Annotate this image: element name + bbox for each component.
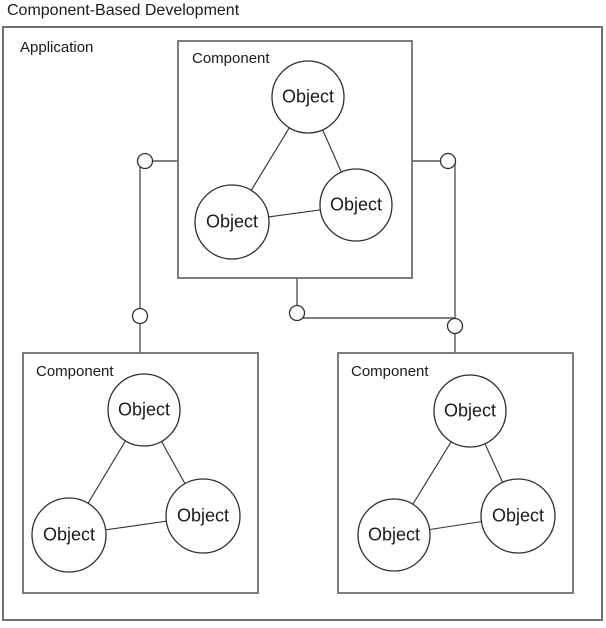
object-circle: [194, 184, 270, 260]
connector-port-icon: [131, 307, 149, 325]
connector-line-left: [139, 160, 178, 353]
object-label: Object: [367, 524, 421, 545]
object-circle: [31, 497, 107, 573]
component-label-top: Component: [192, 50, 270, 67]
application-label: Application: [20, 39, 94, 56]
component-label-bottom-right: Component: [351, 363, 429, 380]
object-label: Object: [443, 400, 497, 421]
object-circle: [433, 374, 507, 448]
diagram-title: Component-Based Development: [7, 2, 240, 19]
connector-port-icon: [446, 317, 464, 335]
object-label: Object: [491, 505, 545, 526]
object-circle: [480, 478, 556, 554]
object-circle: [357, 498, 431, 572]
component-label-bottom-left: Component: [36, 363, 114, 380]
object-label: Object: [329, 194, 383, 215]
object-label: Object: [176, 505, 230, 526]
object-circle: [271, 60, 345, 134]
connector-line-middle: [296, 278, 455, 319]
connector-port-icon: [136, 152, 154, 170]
object-circle: [165, 478, 241, 554]
object-label: Object: [281, 86, 335, 107]
object-label: Object: [117, 399, 171, 420]
application-box: [2, 26, 603, 621]
object-circle: [319, 168, 393, 242]
object-label: Object: [42, 524, 96, 545]
connector-port-icon: [439, 152, 457, 170]
connector-port-icon: [288, 304, 306, 322]
object-label: Object: [205, 211, 259, 232]
object-circle: [107, 373, 181, 447]
